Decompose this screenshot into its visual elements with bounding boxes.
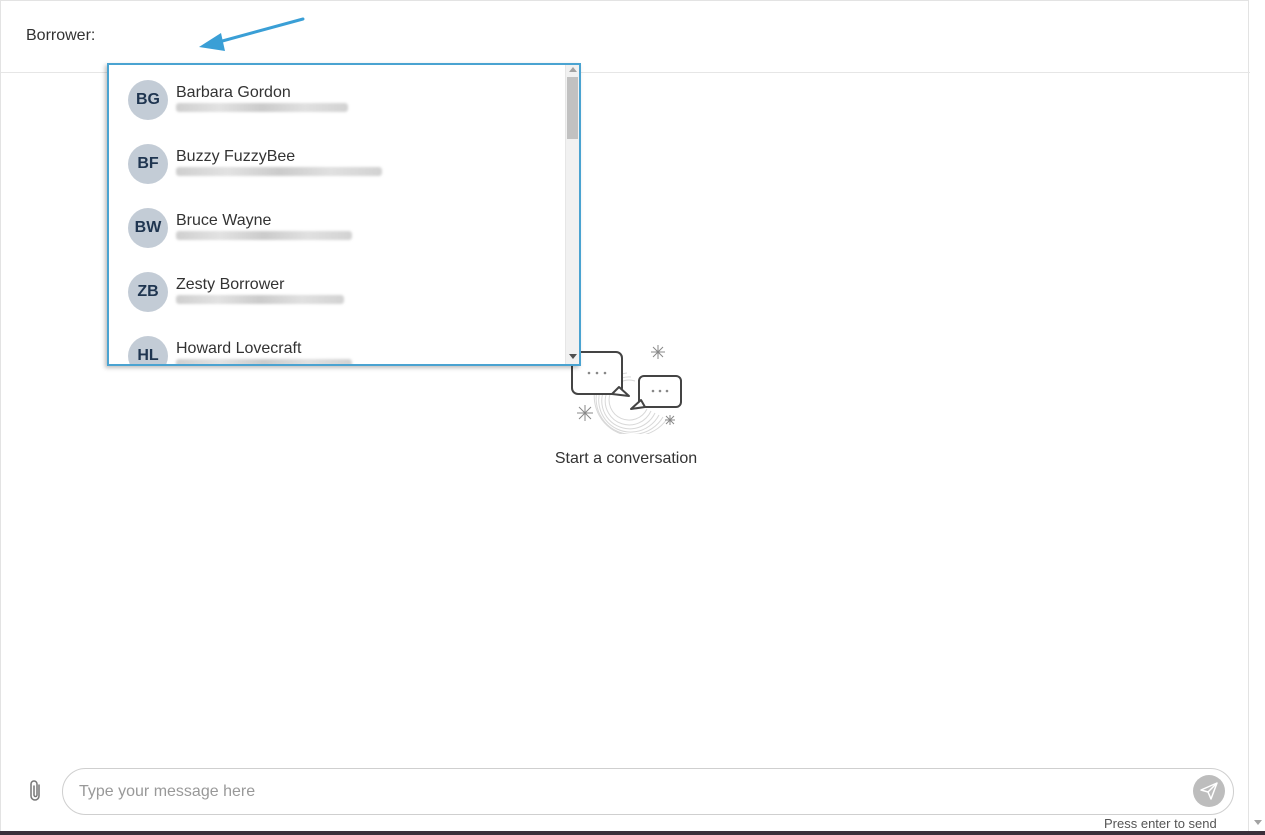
- paperclip-icon[interactable]: [26, 779, 46, 803]
- list-item[interactable]: HL Howard Lovecraft: [109, 321, 565, 364]
- borrower-name: Bruce Wayne: [176, 212, 272, 229]
- avatar: BW: [128, 208, 168, 248]
- message-input[interactable]: [62, 768, 1234, 815]
- list-item[interactable]: BG Barbara Gordon: [109, 65, 565, 129]
- borrower-email-redacted: [176, 167, 382, 176]
- avatar: HL: [128, 336, 168, 364]
- list-item[interactable]: BW Bruce Wayne: [109, 193, 565, 257]
- borrower-name: Zesty Borrower: [176, 276, 285, 293]
- borrower-name: Barbara Gordon: [176, 84, 291, 101]
- avatar: BF: [128, 144, 168, 184]
- borrower-email-redacted: [176, 359, 352, 364]
- annotation-arrow-icon: [199, 17, 305, 51]
- header: Borrower:: [1, 1, 1250, 73]
- dropdown-scrollbar[interactable]: [565, 65, 579, 364]
- avatar: ZB: [128, 272, 168, 312]
- page-scroll-down-icon[interactable]: [1254, 820, 1262, 825]
- borrower-name: Howard Lovecraft: [176, 340, 302, 357]
- chat-bubbles-icon: [571, 345, 682, 434]
- borrower-email-redacted: [176, 231, 352, 240]
- borrower-email-redacted: [176, 295, 344, 304]
- page-scrollbar[interactable]: [1250, 0, 1265, 831]
- bottom-strip: [0, 831, 1265, 835]
- send-button[interactable]: [1193, 775, 1225, 807]
- scroll-down-icon[interactable]: [569, 354, 577, 359]
- avatar: BG: [128, 80, 168, 120]
- empty-state-text: Start a conversation: [554, 450, 698, 467]
- send-hint: Press enter to send: [1104, 816, 1217, 831]
- borrower-list: BG Barbara Gordon BF Buzzy FuzzyBee BW B…: [109, 65, 565, 364]
- paper-plane-icon: [1200, 782, 1218, 800]
- list-item[interactable]: ZB Zesty Borrower: [109, 257, 565, 321]
- scroll-thumb[interactable]: [567, 77, 578, 139]
- borrower-label: Borrower:: [26, 27, 96, 44]
- borrower-dropdown[interactable]: BG Barbara Gordon BF Buzzy FuzzyBee BW B…: [107, 63, 581, 366]
- list-item[interactable]: BF Buzzy FuzzyBee: [109, 129, 565, 193]
- borrower-email-redacted: [176, 103, 348, 112]
- borrower-name: Buzzy FuzzyBee: [176, 148, 296, 165]
- scroll-up-icon[interactable]: [569, 67, 577, 72]
